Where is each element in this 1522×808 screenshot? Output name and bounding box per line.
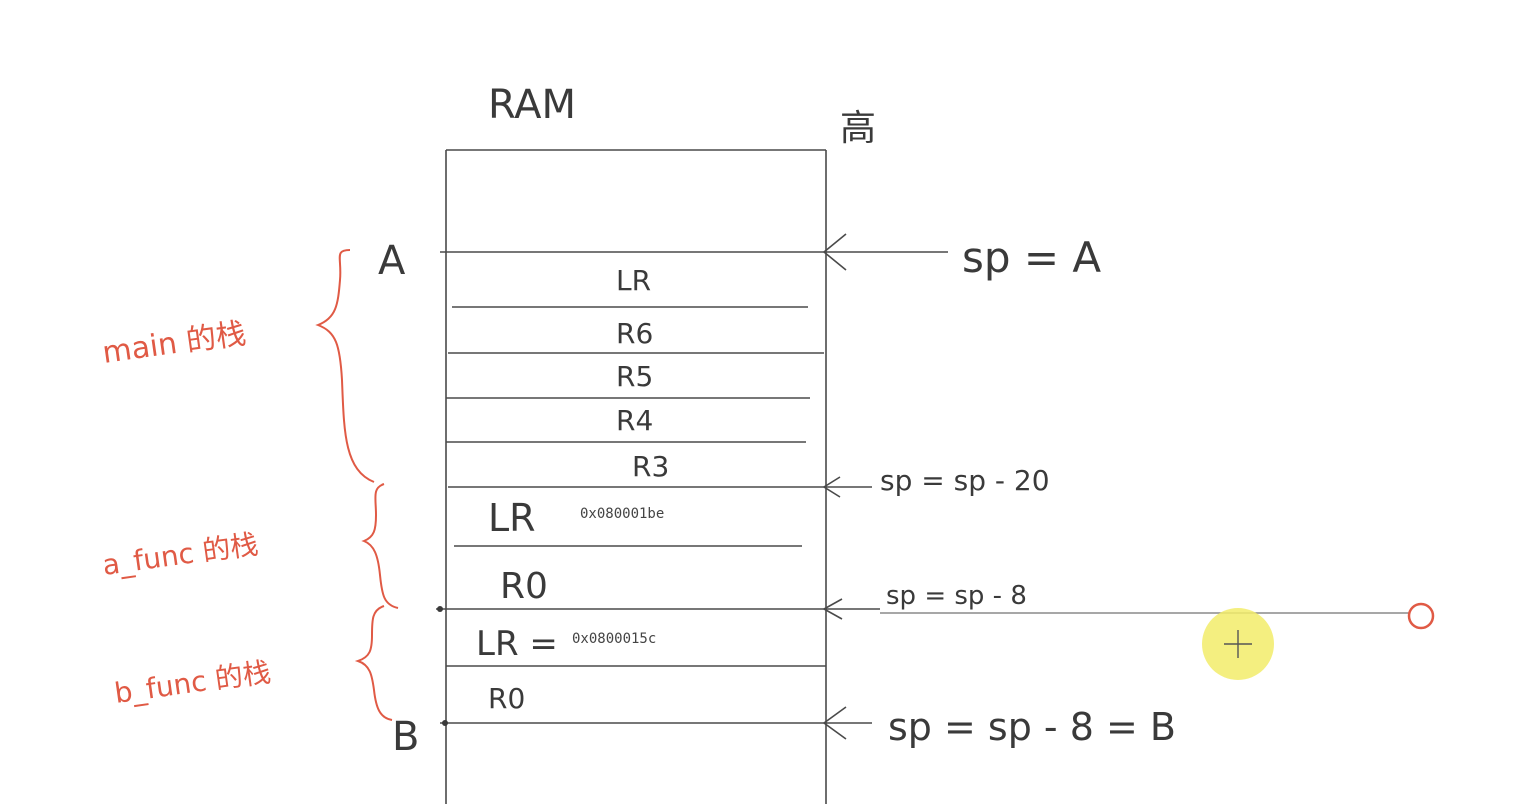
ram-label: RAM [488,82,576,128]
sp-annotation-minus-20: sp = sp - 20 [880,464,1050,497]
slot-label-r3: R3 [632,450,669,483]
marker-dot [442,720,448,726]
circle-handle-icon[interactable] [1407,602,1435,630]
slot-label-r4: R4 [616,404,653,437]
sp-arrows [822,233,948,740]
sp-annotation-a: sp = A [962,233,1101,282]
slot-dividers [436,251,826,724]
slot-label-r0-bfunc: R0 [488,682,525,715]
stack-frame-braces [315,249,399,721]
crosshair-cursor-icon [1202,608,1274,680]
high-address-label: 高 [840,108,876,149]
lr-bfunc-value: 0x0800015c [572,631,656,647]
marker-a: A [378,238,406,284]
afunc-stack-label: a_func 的栈 [100,527,260,582]
sp-annotation-minus-8: sp = sp - 8 [886,581,1027,611]
slot-label-lr-main: LR [616,264,651,297]
marker-b: B [392,714,419,760]
marker-dot [437,606,443,612]
ram-box [445,149,827,804]
sp-annotation-b: sp = sp - 8 = B [888,705,1176,749]
brace-main [315,249,375,483]
slot-label-r0-afunc: R0 [500,566,548,607]
slot-label-lr-bfunc: LR = [476,624,558,664]
slot-label-lr-afunc: LR [488,496,536,540]
slot-label-r6: R6 [616,317,653,350]
brace-afunc [361,483,399,609]
lr-afunc-value: 0x080001be [580,506,664,522]
main-stack-label: main 的栈 [100,316,248,371]
brace-bfunc [354,605,393,721]
slot-label-r5: R5 [616,360,653,393]
bfunc-stack-label: b_func 的栈 [112,655,272,710]
